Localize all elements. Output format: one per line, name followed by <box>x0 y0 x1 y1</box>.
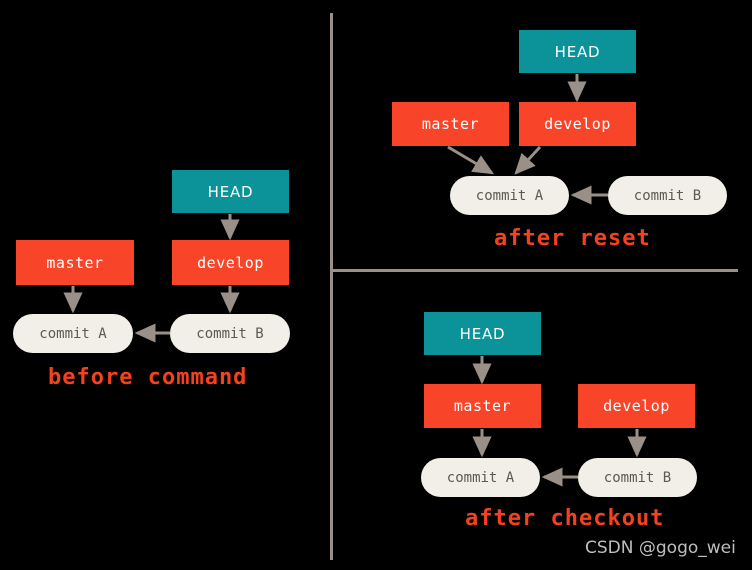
before-command-node-develop: develop <box>172 240 289 285</box>
after-reset-node-master: master <box>392 102 509 146</box>
after-reset-arrow-develop-to-commit-a <box>514 145 542 175</box>
after-checkout-node-commit-b: commit B <box>578 458 697 497</box>
before-command-node-master: master <box>16 240 134 285</box>
after-checkout-node-master: master <box>424 384 541 428</box>
after-checkout-node-commit-a: commit A <box>421 458 540 497</box>
after-checkout-caption: after checkout <box>465 506 665 531</box>
panel-divider-vertical <box>330 13 333 560</box>
after-reset-caption: after reset <box>494 226 651 251</box>
before-command-node-commit-b: commit B <box>170 314 290 353</box>
before-command-caption: before command <box>48 365 248 390</box>
before-command-node-head: HEAD <box>172 170 289 213</box>
after-reset-node-head: HEAD <box>519 30 636 73</box>
before-command-node-commit-a: commit A <box>13 314 133 353</box>
panel-divider-horizontal <box>330 269 738 272</box>
after-reset-arrow-master-to-commit-a <box>447 145 495 175</box>
after-checkout-node-develop: develop <box>578 384 695 428</box>
watermark-text: CSDN @gogo_wei <box>585 538 736 558</box>
after-reset-node-develop: develop <box>519 102 636 146</box>
after-reset-node-commit-a: commit A <box>450 176 569 215</box>
after-reset-node-commit-b: commit B <box>608 176 727 215</box>
after-checkout-node-head: HEAD <box>424 312 541 355</box>
